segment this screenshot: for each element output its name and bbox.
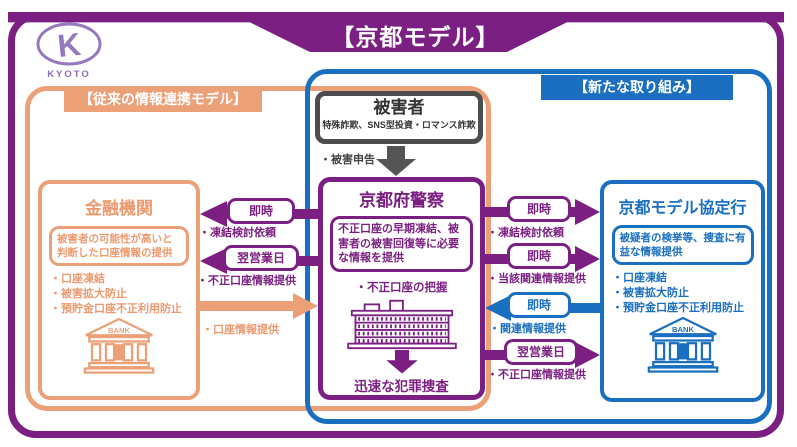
bank-building-icon: BANK bbox=[83, 317, 155, 374]
bank-building-icon: BANK bbox=[647, 316, 718, 373]
victim-title: 被害者 bbox=[373, 98, 425, 117]
police-box: 京都府警察 不正口座の早期凍結、被害者の被害回復等に必要な情報を提供 ・不正口座… bbox=[318, 177, 485, 400]
bank-effect-item: ・口座凍結 bbox=[50, 273, 105, 286]
police-title: 京都府警察 bbox=[359, 191, 444, 210]
bank-effect-item: ・被害拡大防止 bbox=[50, 288, 127, 301]
partner-title: 京都モデル協定行 bbox=[618, 200, 747, 217]
partner-role-note: 被疑者の検挙等、捜査に有益な情報提供 bbox=[611, 225, 754, 266]
new-initiative-frame bbox=[305, 69, 772, 424]
flow-label: ・口座情報提供 bbox=[202, 324, 279, 336]
flow-label: ・不正口座情報提供 bbox=[487, 369, 586, 381]
kyoto-pref-logo: K KYOTO bbox=[30, 21, 108, 81]
svg-text:K: K bbox=[56, 26, 83, 64]
arrow-bank-to-police-account-info bbox=[200, 293, 318, 324]
victim-report-label: ・被害申告 bbox=[320, 154, 375, 166]
new-initiative-label: 【新たな取り組み】 bbox=[541, 75, 733, 100]
partner-bank-box: 京都モデル協定行 被疑者の検挙等、捜査に有益な情報提供 ・口座凍結 ・被害拡大防… bbox=[600, 180, 765, 402]
flow-label: ・凍結検討依頼 bbox=[199, 227, 276, 239]
police-role-note: 不正口座の早期凍結、被害者の被害回復等に必要な情報を提供 bbox=[330, 216, 473, 272]
partner-effects-list: ・口座凍結 ・被害拡大防止 ・預貯金口座不正利用防止 bbox=[604, 271, 744, 316]
partner-effect-item: ・被害拡大防止 bbox=[612, 287, 689, 300]
police-grasp-label: ・不正口座の把握 bbox=[355, 281, 448, 294]
flow-label: ・関連情報提供 bbox=[489, 323, 566, 335]
investigation-down-arrow-icon bbox=[385, 350, 418, 374]
kyoto-bird-icon: K KYOTO bbox=[36, 22, 102, 80]
financial-institution-box: 金融機関 被害者の可能性が高いと判断した口座情報の提供 ・口座凍結 ・被害拡大防… bbox=[38, 180, 200, 400]
bank-role-note: 被害者の可能性が高いと判断した口座情報の提供 bbox=[49, 226, 189, 267]
partner-effect-item: ・預貯金口座不正利用防止 bbox=[612, 302, 744, 315]
timing-pill: 即時 bbox=[507, 196, 571, 222]
bank-title: 金融機関 bbox=[85, 199, 153, 218]
timing-pill: 翌営業日 bbox=[504, 339, 578, 365]
flow-label: ・当該関連情報提供 bbox=[487, 273, 586, 285]
bank-effects-list: ・口座凍結 ・被害拡大防止 ・預貯金口座不正利用防止 bbox=[42, 272, 182, 317]
page-title: 【京都モデル】 bbox=[331, 24, 500, 50]
timing-pill: 即時 bbox=[227, 198, 295, 224]
police-hq-building-icon bbox=[346, 299, 457, 349]
flow-label: ・凍結検討依頼 bbox=[487, 227, 564, 239]
victim-box: 被害者 特殊詐欺、SNS型投資・ロマンス詐欺 bbox=[315, 91, 483, 144]
report-down-arrow-icon bbox=[376, 146, 416, 181]
timing-pill: 翌営業日 bbox=[223, 245, 299, 271]
logo-caption: KYOTO bbox=[47, 69, 91, 80]
bank-effect-item: ・預貯金口座不正利用防止 bbox=[50, 303, 182, 316]
partner-effect-item: ・口座凍結 bbox=[612, 272, 667, 285]
legacy-model-label: 【従来の情報連携モデル】 bbox=[64, 86, 262, 112]
bank-icon-label: BANK bbox=[108, 326, 131, 335]
timing-pill: 即時 bbox=[507, 292, 571, 318]
timing-pill: 即時 bbox=[507, 243, 571, 269]
flow-label: ・不正口座情報提供 bbox=[197, 275, 296, 287]
bank-icon-label: BANK bbox=[671, 325, 694, 334]
victim-subtitle: 特殊詐欺、SNS型投資・ロマンス詐欺 bbox=[322, 120, 476, 130]
police-outcome-label: 迅速な犯罪捜査 bbox=[354, 379, 449, 394]
